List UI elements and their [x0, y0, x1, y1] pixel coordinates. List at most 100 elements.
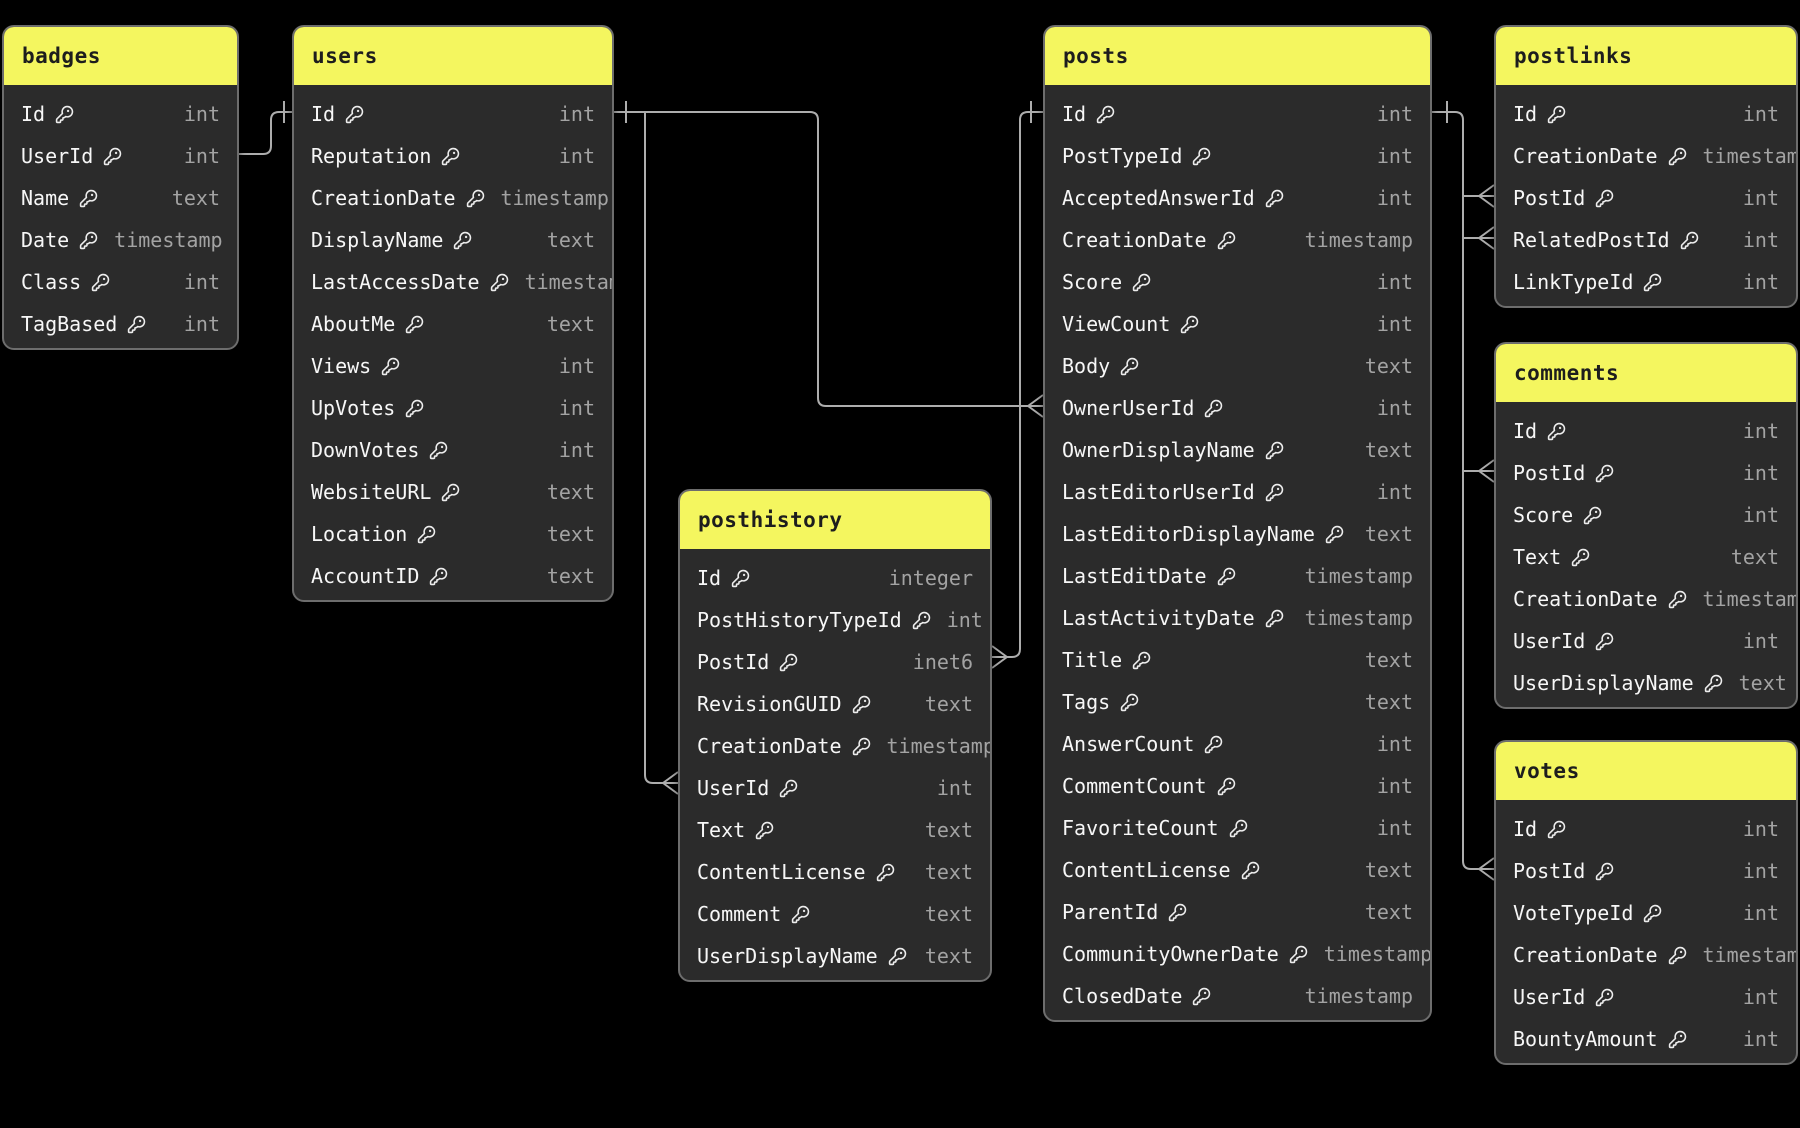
table-row[interactable]: CreationDate timestamp — [680, 725, 990, 767]
primary-key-icon — [1704, 674, 1723, 693]
table-row[interactable]: Title text — [1045, 639, 1430, 681]
table-badges[interactable]: badges Id int UserId int — [2, 25, 239, 350]
primary-key-icon — [1571, 548, 1590, 567]
table-row[interactable]: LastEditDate timestamp — [1045, 555, 1430, 597]
table-row[interactable]: VoteTypeId int — [1496, 892, 1796, 934]
table-row[interactable]: Score int — [1496, 494, 1796, 536]
relationship-posts.Id-votes.PostId[interactable] — [1432, 101, 1495, 881]
table-row[interactable]: UserDisplayName text — [680, 935, 990, 977]
table-row[interactable]: UserId int — [1496, 976, 1796, 1018]
table-row[interactable]: CreationDate timestamp — [294, 177, 612, 219]
table-votes[interactable]: votes Id int PostId int V — [1494, 740, 1798, 1065]
table-row[interactable]: LastAccessDate timestamp — [294, 261, 612, 303]
table-row[interactable]: Name text — [4, 177, 237, 219]
table-row[interactable]: Text text — [1496, 536, 1796, 578]
table-row[interactable]: Body text — [1045, 345, 1430, 387]
table-row[interactable]: LastActivityDate timestamp — [1045, 597, 1430, 639]
table-row[interactable]: Date timestamp — [4, 219, 237, 261]
table-row[interactable]: AboutMe text — [294, 303, 612, 345]
table-row[interactable]: Text text — [680, 809, 990, 851]
table-row[interactable]: Id int — [1496, 808, 1796, 850]
relationship-users.Id-posthistory.UserId[interactable] — [644, 112, 679, 795]
table-row[interactable]: FavoriteCount int — [1045, 807, 1430, 849]
table-comments[interactable]: comments Id int PostId int — [1494, 342, 1798, 709]
table-row[interactable]: CommentCount int — [1045, 765, 1430, 807]
table-row[interactable]: Score int — [1045, 261, 1430, 303]
table-row[interactable]: Tags text — [1045, 681, 1430, 723]
table-row[interactable]: Reputation int — [294, 135, 612, 177]
table-row[interactable]: PostId inet6 — [680, 641, 990, 683]
table-row[interactable]: DisplayName text — [294, 219, 612, 261]
table-row[interactable]: PostId int — [1496, 452, 1796, 494]
table-row[interactable]: Id int — [1496, 93, 1796, 135]
table-row[interactable]: DownVotes int — [294, 429, 612, 471]
table-row[interactable]: ContentLicense text — [680, 851, 990, 893]
table-row[interactable]: OwnerUserId int — [1045, 387, 1430, 429]
table-row[interactable]: UpVotes int — [294, 387, 612, 429]
table-row[interactable]: Comment text — [680, 893, 990, 935]
table-header[interactable]: users — [294, 27, 612, 85]
table-header[interactable]: postlinks — [1496, 27, 1796, 85]
relationship-posts.Id-comments.PostId[interactable] — [1463, 459, 1495, 483]
table-row[interactable]: UserId int — [4, 135, 237, 177]
table-row[interactable]: Id integer — [680, 557, 990, 599]
table-users[interactable]: users Id int Reputation int — [292, 25, 614, 602]
table-row[interactable]: UserId int — [1496, 620, 1796, 662]
table-row[interactable]: CreationDate timestamp — [1496, 578, 1796, 620]
field-type: int — [183, 270, 220, 294]
table-row[interactable]: Class int — [4, 261, 237, 303]
table-posts[interactable]: posts Id int PostTypeId int — [1043, 25, 1432, 1022]
table-row[interactable]: Id int — [1045, 93, 1430, 135]
table-row[interactable]: ViewCount int — [1045, 303, 1430, 345]
relationship-posts.Id-postlinks.RelatedPostId[interactable] — [1463, 226, 1495, 250]
table-row[interactable]: AnswerCount int — [1045, 723, 1430, 765]
table-row[interactable]: CreationDate timestamp — [1496, 135, 1796, 177]
table-row[interactable]: PostTypeId int — [1045, 135, 1430, 177]
table-row[interactable]: Id int — [4, 93, 237, 135]
relationship-posts.Id-postlinks.PostId[interactable] — [1463, 184, 1495, 208]
table-row[interactable]: CommunityOwnerDate timestamp — [1045, 933, 1430, 975]
field-name: UserId — [1513, 629, 1586, 653]
table-row[interactable]: Id int — [294, 93, 612, 135]
table-row[interactable]: UserId int — [680, 767, 990, 809]
table-row[interactable]: WebsiteURL text — [294, 471, 612, 513]
table-row[interactable]: CreationDate timestamp — [1496, 934, 1796, 976]
table-row[interactable]: Id int — [1496, 410, 1796, 452]
table-row[interactable]: PostHistoryTypeId int — [680, 599, 990, 641]
table-row[interactable]: LinkTypeId int — [1496, 261, 1796, 303]
table-row[interactable]: ContentLicense text — [1045, 849, 1430, 891]
table-row[interactable]: RevisionGUID text — [680, 683, 990, 725]
relationship-users.Id-posts.OwnerUserId[interactable] — [614, 101, 1044, 418]
table-posthistory[interactable]: posthistory Id integer PostHistoryTypeId — [678, 489, 992, 982]
primary-key-icon — [731, 569, 750, 588]
table-header[interactable]: posthistory — [680, 491, 990, 549]
field-type: int — [1742, 461, 1779, 485]
table-row[interactable]: BountyAmount int — [1496, 1018, 1796, 1060]
table-title: users — [312, 44, 378, 68]
field-name: AccountID — [311, 564, 420, 588]
table-postlinks[interactable]: postlinks Id int CreationDate timestamp — [1494, 25, 1798, 308]
table-row[interactable]: CreationDate timestamp — [1045, 219, 1430, 261]
table-header[interactable]: badges — [4, 27, 237, 85]
table-row[interactable]: TagBased int — [4, 303, 237, 345]
table-row[interactable]: LastEditorDisplayName text — [1045, 513, 1430, 555]
table-row[interactable]: RelatedPostId int — [1496, 219, 1796, 261]
table-row[interactable]: AccountID text — [294, 555, 612, 597]
relationship-posts.Id-posthistory.PostId[interactable] — [991, 101, 1043, 669]
table-row[interactable]: OwnerDisplayName text — [1045, 429, 1430, 471]
table-header[interactable]: votes — [1496, 742, 1796, 800]
table-row[interactable]: ParentId text — [1045, 891, 1430, 933]
table-row[interactable]: AcceptedAnswerId int — [1045, 177, 1430, 219]
table-header[interactable]: posts — [1045, 27, 1430, 85]
table-row[interactable]: Views int — [294, 345, 612, 387]
table-row[interactable]: PostId int — [1496, 177, 1796, 219]
field-name: LastEditDate — [1062, 564, 1207, 588]
table-row[interactable]: UserDisplayName text — [1496, 662, 1796, 704]
table-row[interactable]: PostId int — [1496, 850, 1796, 892]
table-header[interactable]: comments — [1496, 344, 1796, 402]
relationship-badges.UserId-users.Id[interactable] — [239, 101, 292, 155]
table-row[interactable]: Location text — [294, 513, 612, 555]
table-row[interactable]: ClosedDate timestamp — [1045, 975, 1430, 1017]
table-row[interactable]: LastEditorUserId int — [1045, 471, 1430, 513]
